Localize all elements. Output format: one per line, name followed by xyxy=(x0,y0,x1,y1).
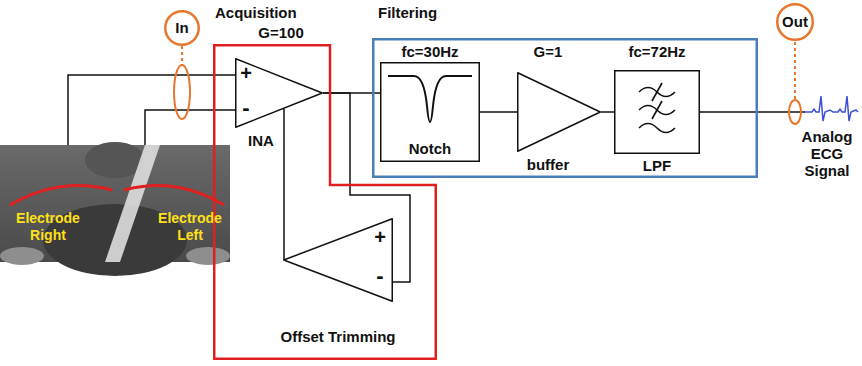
amplifier-symbol: G=100+-INA xyxy=(235,58,323,128)
triangle-outline xyxy=(236,59,323,128)
electrode-arc xyxy=(10,185,112,205)
input-wire xyxy=(145,110,235,145)
gain-label: G=1 xyxy=(534,43,563,60)
triangle-outline xyxy=(284,219,393,302)
pin-sign: + xyxy=(240,65,252,82)
gain-label: G=100 xyxy=(258,24,303,41)
lpf-symbol xyxy=(639,124,675,133)
signal-wire xyxy=(283,109,285,261)
acquisition-region-outline xyxy=(213,44,437,360)
pin-sign: - xyxy=(376,267,383,284)
box-outline xyxy=(373,39,757,177)
region-outline xyxy=(214,45,436,359)
region-title: Acquisition xyxy=(215,4,297,21)
cutoff-label: fc=72Hz xyxy=(628,43,685,60)
circle-outline xyxy=(165,11,199,45)
filtering-region: Filteringfc=30HzNotchG=1bufferfc=72HzLPF xyxy=(372,38,758,178)
triangle-outline xyxy=(518,73,601,152)
left-hand xyxy=(186,247,230,265)
amplifier-symbol: +-Offset Trimming xyxy=(283,218,393,302)
probe-label: Out xyxy=(782,13,808,30)
ecg-waveform xyxy=(805,96,858,121)
notch-symbol xyxy=(388,76,472,122)
probe-leader xyxy=(181,46,183,65)
cutoff-label: fc=30Hz xyxy=(401,43,458,60)
lpf-symbol xyxy=(652,83,662,101)
probe-label: In xyxy=(175,19,188,36)
probe-leader xyxy=(794,42,796,100)
box-outline xyxy=(381,63,480,162)
probe-circle: Out xyxy=(776,3,814,41)
circle-outline xyxy=(777,4,813,40)
region-title: Filtering xyxy=(378,4,437,21)
signal-wire xyxy=(480,111,517,113)
filter-box: fc=30HzNotch xyxy=(380,62,480,162)
block-name: Notch xyxy=(409,140,452,157)
probe-circle: In xyxy=(164,10,200,46)
input-wire xyxy=(68,75,235,145)
block-name: buffer xyxy=(527,156,570,173)
signal-wire xyxy=(601,111,614,113)
buffer-symbol-outline xyxy=(517,72,601,152)
buffer-symbol: G=1buffer xyxy=(517,72,601,152)
block-name: LPF xyxy=(643,157,671,174)
electrode-arc xyxy=(124,185,224,205)
signal-wire xyxy=(323,93,410,282)
block-name: Offset Trimming xyxy=(280,328,395,345)
filter-box: fc=72HzLPF xyxy=(614,70,700,154)
output-label: Analog ECG Signal xyxy=(796,128,858,179)
electrode-label: Electrode Right xyxy=(6,210,90,244)
block-name: INA xyxy=(248,132,274,149)
pin-sign: - xyxy=(242,99,249,116)
lpf-symbol xyxy=(652,101,662,119)
strap xyxy=(105,145,160,262)
right-hand xyxy=(0,247,44,265)
acquisition-region: AcquisitionG=100+-INA+-Offset Trimming xyxy=(213,44,437,360)
electrode-label: Electrode Left xyxy=(148,210,232,244)
pin-sign: + xyxy=(374,229,386,246)
probe-marker xyxy=(174,65,190,119)
probe-marker xyxy=(789,100,801,124)
filter-box-outline xyxy=(614,70,700,154)
box-outline xyxy=(615,71,700,154)
